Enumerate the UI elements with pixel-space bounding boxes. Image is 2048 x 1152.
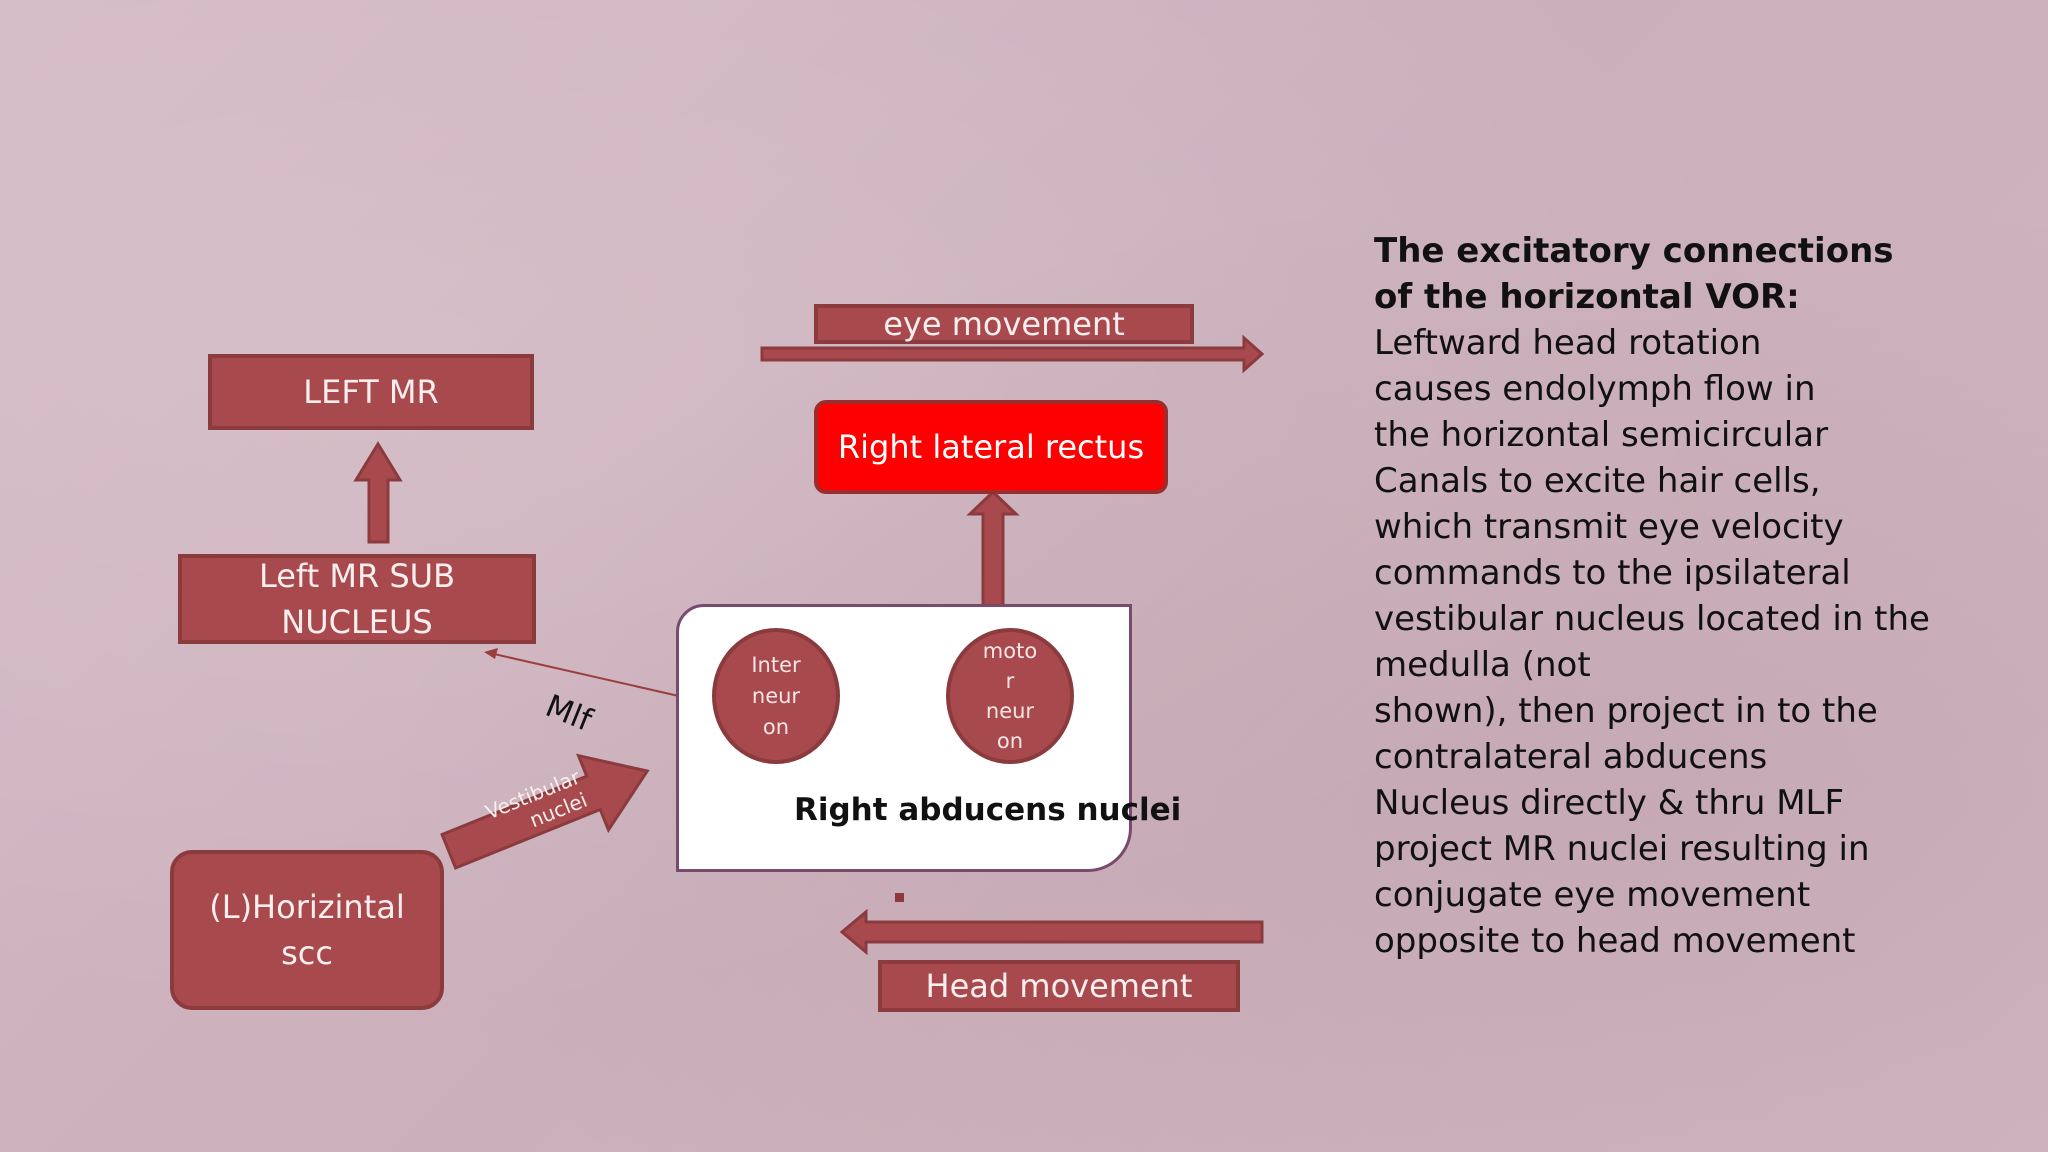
explanation-line-1: Leftward head rotation: [1374, 323, 1762, 363]
right-lateral-rectus-label: Right lateral rectus: [837, 428, 1145, 466]
explanation-line-4: Canals to excite hair cells,: [1374, 461, 1821, 501]
explanation-line-10: contralateral abducens: [1374, 737, 1768, 777]
interneuron-label-2: neur: [751, 683, 801, 708]
motorneuron-label-2: r: [1005, 669, 1015, 693]
left-mr-sub-label-line1: Left MR SUB: [258, 557, 456, 595]
explanation-line-9: shown), then project in to the: [1374, 691, 1878, 731]
horizontal-scc-box: (L)Horizintal scc: [170, 850, 444, 1010]
left-mr-sub-label-line2: NUCLEUS: [281, 603, 433, 641]
explanation-line-2: causes endolymph flow in: [1374, 369, 1816, 409]
arrow-head-movement: [839, 908, 1264, 956]
interneuron-label-1: Inter: [751, 652, 801, 677]
interneuron-circle: Inter neur on: [712, 628, 840, 764]
explanation-text-panel: The excitatory connections of the horizo…: [1374, 228, 1934, 964]
explanation-line-13: conjugate eye movement: [1374, 875, 1811, 915]
eye-movement-box: eye movement: [814, 304, 1194, 344]
explanation-heading-line-2: of the horizontal VOR:: [1374, 277, 1800, 317]
horizontal-scc-label-line1: (L)Horizintal: [209, 888, 405, 926]
explanation-heading-line-1: The excitatory connections: [1374, 231, 1894, 271]
arrow-eye-movement: [760, 334, 1265, 374]
motorneuron-label-3: neur: [985, 699, 1035, 723]
motorneuron-circle: moto r neur on: [946, 628, 1074, 764]
right-abducens-nuclei-title: Right abducens nuclei: [794, 792, 1182, 828]
explanation-line-5: which transmit eye velocity: [1374, 507, 1844, 547]
left-mr-box: LEFT MR: [208, 354, 534, 430]
explanation-line-3: the horizontal semicircular: [1374, 415, 1829, 455]
head-movement-label: Head movement: [925, 967, 1193, 1005]
arrow-up-left-mr: [353, 441, 403, 544]
right-lateral-rectus-box: Right lateral rectus: [814, 400, 1168, 494]
mlf-arrowhead: [484, 648, 498, 659]
head-movement-box: Head movement: [878, 960, 1240, 1012]
explanation-line-14: opposite to head movement: [1374, 921, 1856, 961]
horizontal-scc-label-line2: scc: [281, 934, 333, 972]
explanation-line-7: vestibular nucleus located in the: [1374, 599, 1930, 639]
motorneuron-label-1: moto: [982, 639, 1038, 663]
left-mr-sub-nucleus-box: Left MR SUB NUCLEUS: [178, 554, 536, 644]
interneuron-label-3: on: [762, 714, 790, 739]
eye-movement-label: eye movement: [883, 305, 1125, 343]
left-mr-label: LEFT MR: [303, 373, 439, 411]
explanation-line-12: project MR nuclei resulting in: [1374, 829, 1870, 869]
explanation-line-8: medulla (not: [1374, 645, 1591, 685]
explanation-line-11: Nucleus directly & thru MLF: [1374, 783, 1845, 823]
arrow-up-lateral-rectus: [966, 489, 1020, 608]
explanation-line-6: commands to the ipsilateral: [1374, 553, 1851, 593]
marker-square: [895, 893, 904, 902]
motorneuron-label-4: on: [996, 729, 1024, 753]
